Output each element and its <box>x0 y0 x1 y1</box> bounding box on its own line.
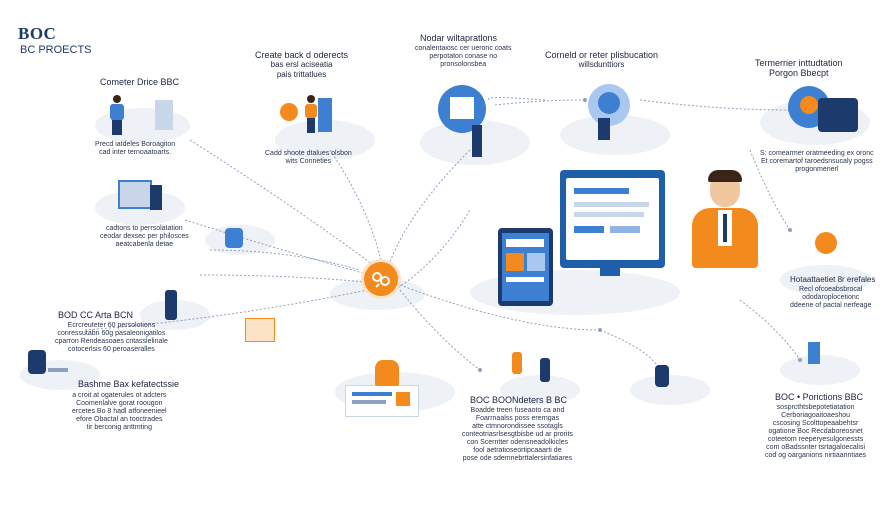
laptop-workspace <box>345 385 419 417</box>
target-icon-right-mid <box>815 232 837 254</box>
hub-node[interactable] <box>364 262 398 296</box>
person-icon-far-left <box>28 350 46 374</box>
node-title-right-mid: Hotaattaetiet 8r erefales <box>790 275 876 284</box>
node-title-center-bottom: BOC BOONdeters B BC <box>470 395 568 405</box>
presenter-figure <box>680 170 770 270</box>
brand-subtitle: BC PROECTS <box>20 44 92 56</box>
tablet-device <box>498 228 553 306</box>
main-monitor <box>560 170 665 268</box>
node-title-left-lower: BOD CC Arta BCN <box>58 310 134 320</box>
node-title-tl: Cometer Drice BBC <box>100 77 180 87</box>
person-icon-right-bottom <box>655 365 669 387</box>
orange-target-icon <box>280 103 298 121</box>
node-title-far-right: Termerrier inttudtation Porgon Bbecpt <box>755 58 843 78</box>
dashboard-icon-left <box>118 180 152 209</box>
device-icon-right <box>808 342 820 364</box>
doc-card <box>245 318 275 342</box>
person-icon-left-lower <box>165 290 177 320</box>
person-icon-tl <box>110 95 124 135</box>
link-icon <box>372 272 390 288</box>
person-icon-center-bottom <box>512 352 522 374</box>
node-title-top-mid: Nodar wiltapratlons <box>420 33 498 43</box>
brand-title: BOC <box>18 24 57 43</box>
node-title-tc: Create back d oderects bas ersl aciseati… <box>255 50 349 79</box>
person-icon-tc <box>305 95 317 133</box>
node-title-top-right: Corneld or reter plisbucation willsduntt… <box>545 50 659 69</box>
person-icon-desk <box>225 228 243 248</box>
node-title-right-bottom: BOC • Porictions BBC <box>775 392 864 402</box>
node-title-left-bottom: Bashme Bax kefatectssie <box>78 379 180 389</box>
